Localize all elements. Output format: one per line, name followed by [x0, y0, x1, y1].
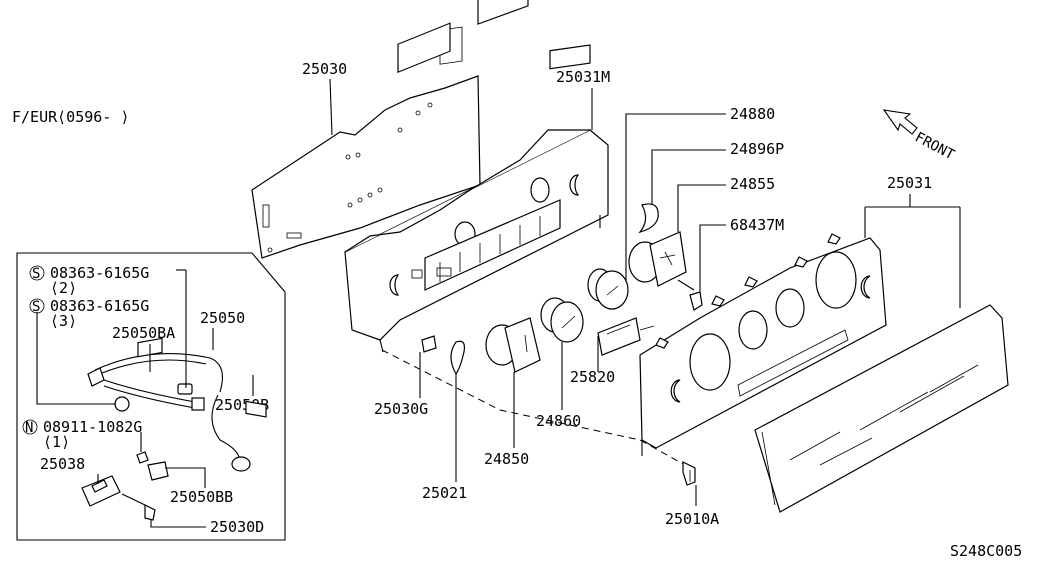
part-24855: 24855	[730, 175, 775, 193]
drawing-code: S248C005	[950, 542, 1022, 560]
harness-inset: S 08363-6165G ⟨2⟩ S 08363-6165G ⟨3⟩ 2505…	[16, 252, 286, 541]
bulb-68437M	[689, 291, 703, 311]
clip-ba-partno: 25050BA	[112, 324, 175, 342]
screw-2-partno: 08363-6165G	[50, 297, 149, 315]
nut-partno: 08911-1082G	[43, 418, 142, 436]
screw-1-partno: 08363-6165G	[50, 264, 149, 282]
nut-qty: ⟨1⟩	[43, 433, 70, 451]
front-label: FRONT	[912, 129, 957, 163]
gauge-24860	[540, 297, 584, 343]
part-24850: 24850	[484, 450, 529, 468]
screw-1-qty: ⟨2⟩	[50, 279, 77, 297]
part-24860: 24860	[536, 412, 581, 430]
part-25021: 25021	[422, 484, 467, 502]
part-68437M: 68437M	[730, 216, 784, 234]
harness-partno: 25050	[200, 309, 245, 327]
lens-24896P	[638, 203, 659, 234]
part-24880: 24880	[730, 105, 775, 123]
variant-label: F/EUR⟨0596- ⟩	[12, 108, 129, 126]
part-25820-shape	[597, 317, 655, 356]
screw-25010A	[682, 461, 696, 486]
s-marker-1: S	[32, 266, 40, 282]
gauge-24855	[628, 231, 695, 291]
part-25030G: 25030G	[374, 400, 428, 418]
switch-partno: 25038	[40, 455, 85, 473]
part-25030: 25030	[302, 60, 347, 78]
part-24896P: 24896P	[730, 140, 784, 158]
clip-25030G	[421, 335, 437, 353]
front-arrow: FRONT	[882, 109, 957, 164]
s-marker-2: S	[32, 299, 40, 315]
cluster-lid	[639, 233, 887, 456]
lens-25021	[450, 340, 466, 376]
n-marker: N	[25, 420, 33, 436]
meter-housing	[344, 0, 609, 353]
part-25031M: 25031M	[556, 68, 610, 86]
clip-bb-partno: 25050BB	[170, 488, 233, 506]
gauge-24850	[485, 317, 541, 373]
part-25820: 25820	[570, 368, 615, 386]
part-25031: 25031	[887, 174, 932, 192]
screw-d-partno: 25030D	[210, 518, 264, 536]
gauge-24880	[587, 268, 629, 310]
part-25010A: 25010A	[665, 510, 719, 528]
glass-cover	[754, 304, 1009, 513]
printed-circuit-board	[251, 26, 481, 259]
screw-2-qty: ⟨3⟩	[50, 312, 77, 330]
